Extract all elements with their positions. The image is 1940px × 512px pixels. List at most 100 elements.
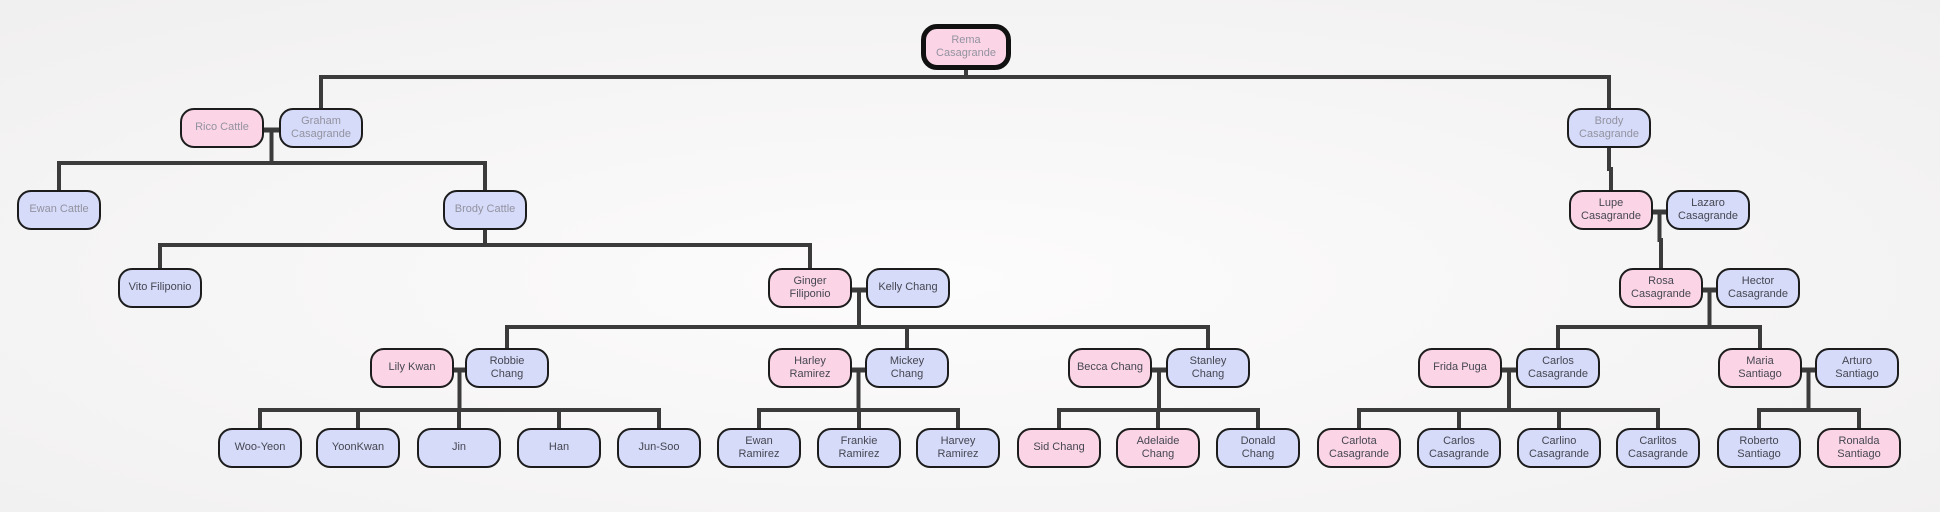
person-name-text: Sid Chang bbox=[1033, 441, 1085, 454]
person-name-text: Becca Chang bbox=[1076, 361, 1144, 374]
person-name-text: Lazaro bbox=[1691, 196, 1725, 209]
person-name-text: Han bbox=[548, 441, 570, 454]
person-name-text: Filiponio bbox=[789, 288, 831, 300]
person-node-lily[interactable]: Lily Kwan bbox=[370, 348, 454, 388]
person-name-text: YoonKwan bbox=[331, 441, 385, 454]
person-name-text: Rema bbox=[951, 33, 981, 46]
person-name-text: Chang bbox=[890, 368, 924, 380]
person-name-text: Arturo bbox=[1842, 354, 1872, 367]
person-name-text: Carlota bbox=[1341, 434, 1377, 447]
person-name-text: Carlitos bbox=[1639, 434, 1677, 447]
person-node-jin[interactable]: Jin bbox=[417, 428, 501, 468]
person-name-text: Casagrande bbox=[1728, 288, 1788, 300]
person-name-text: Lily Kwan bbox=[388, 361, 436, 374]
person-name-text: Casagrande bbox=[1678, 210, 1738, 222]
person-node-vito[interactable]: Vito Filiponio bbox=[118, 268, 202, 308]
person-name-text: Harvey bbox=[940, 434, 976, 447]
person-name-text: Stanley bbox=[1189, 354, 1227, 367]
person-name-text: Adelaide bbox=[1136, 434, 1180, 447]
person-name-text: Jin bbox=[451, 441, 467, 454]
person-name-text: Ginger bbox=[793, 274, 827, 287]
person-name-text: Mickey bbox=[889, 354, 925, 367]
person-node-han[interactable]: Han bbox=[517, 428, 601, 468]
person-name-text: Casagrande bbox=[936, 47, 996, 59]
person-name-text: Ronalda bbox=[1838, 434, 1880, 447]
person-name-text: Ramirez bbox=[789, 368, 831, 380]
person-node-sid[interactable]: Sid Chang bbox=[1017, 428, 1101, 468]
person-node-brody_cattle[interactable]: Brody Cattle bbox=[443, 190, 527, 230]
person-name-text: Robbie bbox=[489, 354, 525, 367]
person-node-frida[interactable]: Frida Puga bbox=[1418, 348, 1502, 388]
person-name-text: Woo-Yeon bbox=[234, 441, 286, 454]
person-node-becca[interactable]: Becca Chang bbox=[1068, 348, 1152, 388]
person-name-text: Casagrande bbox=[1528, 368, 1588, 380]
person-node-yoonkwan[interactable]: YoonKwan bbox=[316, 428, 400, 468]
person-node-wooyeon[interactable]: Woo-Yeon bbox=[218, 428, 302, 468]
person-name-text: Carlos bbox=[1542, 354, 1574, 367]
person-name-text: Brody bbox=[1594, 114, 1624, 127]
person-name-text: Casagrande bbox=[1429, 448, 1489, 460]
person-name-text: Jun-Soo bbox=[638, 441, 680, 454]
person-name-text: Casagrande bbox=[1581, 210, 1641, 222]
person-name-text: Casagrande bbox=[1529, 448, 1589, 460]
person-name-text: Santiago bbox=[1835, 368, 1879, 380]
person-name-text: Graham bbox=[301, 114, 341, 127]
person-name-text: Ramirez bbox=[738, 448, 780, 460]
person-name-text: Lupe bbox=[1598, 196, 1624, 209]
person-name-text: Harley bbox=[794, 354, 826, 367]
person-name-text: Chang bbox=[490, 368, 524, 380]
person-name-text: Rosa bbox=[1648, 274, 1674, 287]
person-name-text: Brody Cattle bbox=[454, 203, 516, 216]
person-name-text: Carlino bbox=[1541, 434, 1577, 447]
person-node-rico[interactable]: Rico Cattle bbox=[180, 108, 264, 148]
person-name-text: Hector bbox=[1741, 274, 1775, 287]
person-node-kelly[interactable]: Kelly Chang bbox=[866, 268, 950, 308]
person-name-text: Chang bbox=[1191, 368, 1225, 380]
person-name-text: Chang bbox=[1241, 448, 1275, 460]
person-name-text: Casagrande bbox=[1579, 128, 1639, 140]
person-name-text: Casagrande bbox=[1329, 448, 1389, 460]
person-name-text: Ramirez bbox=[838, 448, 880, 460]
person-name-text: Ewan bbox=[745, 434, 773, 447]
person-name-text: Donald bbox=[1240, 434, 1276, 447]
person-name-text: Casagrande bbox=[291, 128, 351, 140]
person-name-text: Frida Puga bbox=[1433, 361, 1487, 374]
person-name-text: Casagrande bbox=[1631, 288, 1691, 300]
person-node-ewan_cattle[interactable]: Ewan Cattle bbox=[17, 190, 101, 230]
person-name-text: Carlos bbox=[1443, 434, 1475, 447]
person-name-text: Maria bbox=[1746, 354, 1774, 367]
person-name-text: Ewan Cattle bbox=[29, 203, 89, 216]
person-name-text: Frankie bbox=[840, 434, 878, 447]
person-name-text: Ramirez bbox=[937, 448, 979, 460]
person-name-text: Rico Cattle bbox=[195, 121, 249, 134]
person-node-junsoo[interactable]: Jun-Soo bbox=[617, 428, 701, 468]
person-name-text: Chang bbox=[1141, 448, 1175, 460]
